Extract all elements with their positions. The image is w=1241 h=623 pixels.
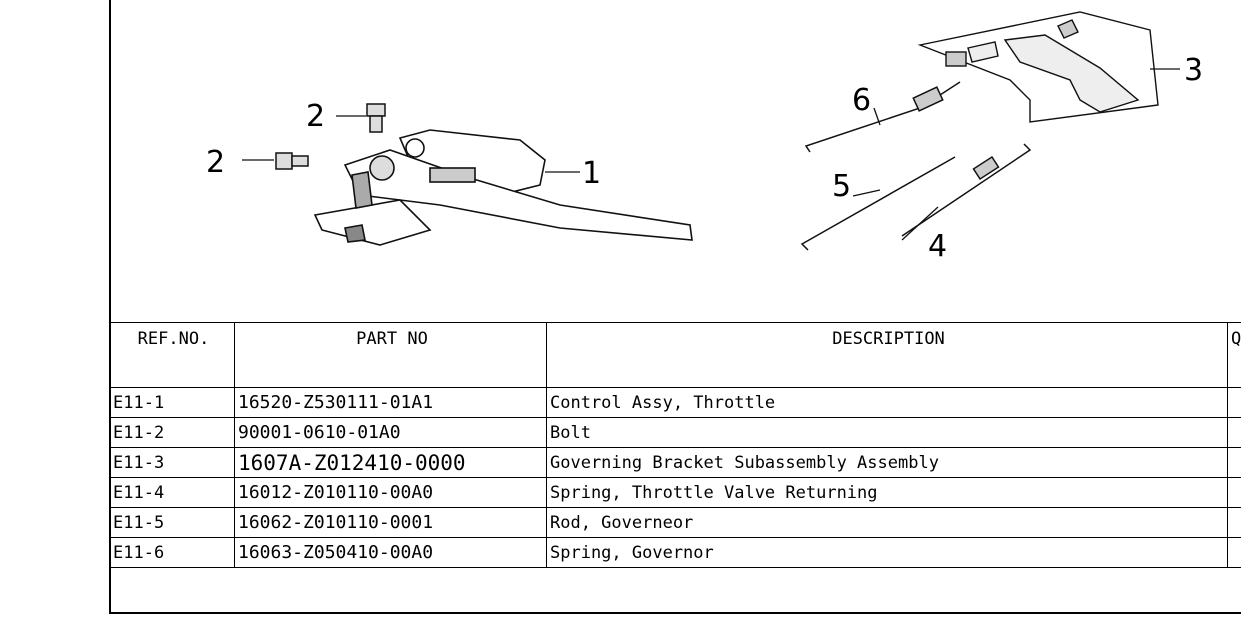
description-cell: Rod, Governeor — [546, 507, 1228, 538]
table-row: E11-4 16012-Z010110-00A0 Spring, Throttl… — [109, 477, 1241, 508]
qty-cell — [1227, 387, 1241, 418]
table-row: E11-5 16062-Z010110-0001 Rod, Governeor — [109, 507, 1241, 538]
ref-no-cell: E11-6 — [109, 537, 235, 568]
throttle-return-spring-drawing — [901, 143, 1032, 237]
part-no-cell: 16520-Z530111-01A1 — [234, 387, 547, 418]
description-cell: Control Assy, Throttle — [546, 387, 1228, 418]
governor-rod-drawing — [800, 156, 956, 251]
document-frame — [109, 0, 1241, 614]
parts-table: REF.NO. PART NO DESCRIPTION Q E11-1 1652… — [109, 322, 1241, 568]
part-no-cell: 16062-Z010110-0001 — [234, 507, 547, 538]
ref-no-cell: E11-2 — [109, 417, 235, 448]
header-description: DESCRIPTION — [546, 322, 1228, 388]
ref-no-cell: E11-1 — [109, 387, 235, 418]
table-row: E11-3 1607A-Z012410-0000 Governing Brack… — [109, 447, 1241, 478]
governor-bracket-drawing — [917, 11, 1159, 123]
description-cell: Spring, Throttle Valve Returning — [546, 477, 1228, 508]
part-no-cell: 16063-Z050410-00A0 — [234, 537, 547, 568]
qty-cell — [1227, 417, 1241, 448]
callout-2-lower: 2 — [206, 145, 225, 180]
callout-2-upper: 2 — [306, 99, 325, 134]
qty-cell — [1227, 447, 1241, 478]
description-cell: Spring, Governor — [546, 537, 1228, 568]
qty-cell — [1227, 477, 1241, 508]
callout-5: 5 — [832, 169, 851, 204]
part-no-cell: 90001-0610-01A0 — [234, 417, 547, 448]
ref-no-cell: E11-3 — [109, 447, 235, 478]
callout-1: 1 — [582, 156, 601, 191]
parts-diagram: 1 2 2 3 4 5 6 — [206, 11, 1203, 264]
bolt-drawing — [275, 103, 386, 170]
header-qty: Q — [1227, 322, 1241, 388]
qty-cell — [1227, 507, 1241, 538]
callout-4: 4 — [928, 229, 947, 264]
description-cell: Governing Bracket Subassembly Assembly — [546, 447, 1228, 478]
ref-no-cell: E11-4 — [109, 477, 235, 508]
throttle-control-assembly-drawing — [313, 129, 693, 246]
header-ref-no: REF.NO. — [109, 322, 235, 388]
table-row: E11-1 16520-Z530111-01A1 Control Assy, T… — [109, 387, 1241, 418]
part-no-cell: 1607A-Z012410-0000 — [234, 447, 547, 478]
description-cell: Bolt — [546, 417, 1228, 448]
header-part-no: PART NO — [234, 322, 547, 388]
callout-6: 6 — [852, 83, 871, 118]
callout-3: 3 — [1184, 53, 1203, 88]
table-row: E11-2 90001-0610-01A0 Bolt — [109, 417, 1241, 448]
part-no-cell: 16012-Z010110-00A0 — [234, 477, 547, 508]
governor-spring-drawing — [804, 81, 961, 153]
qty-cell — [1227, 537, 1241, 568]
table-header-row: REF.NO. PART NO DESCRIPTION Q — [109, 322, 1241, 388]
ref-no-cell: E11-5 — [109, 507, 235, 538]
table-row: E11-6 16063-Z050410-00A0 Spring, Governo… — [109, 537, 1241, 568]
